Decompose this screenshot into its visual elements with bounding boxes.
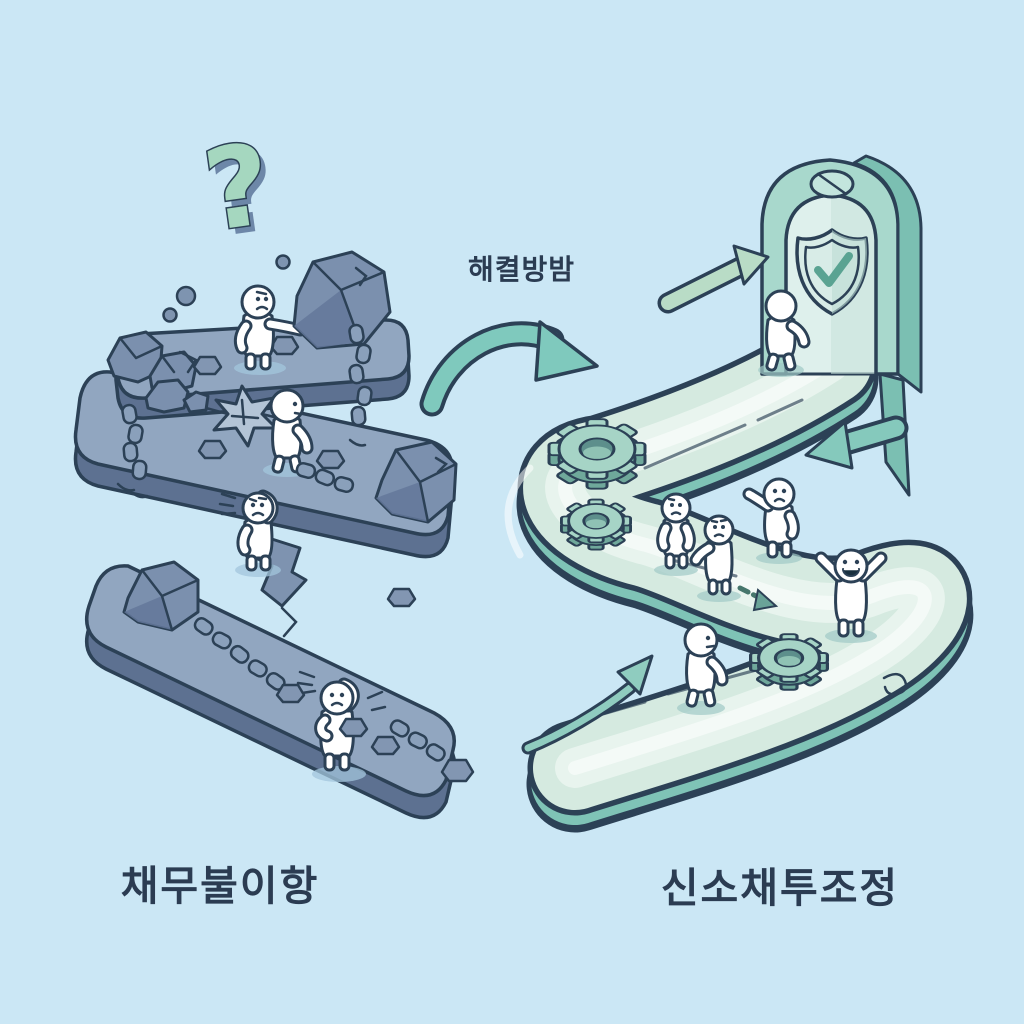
- lane-dash: [643, 398, 804, 470]
- pebble: [315, 449, 346, 470]
- chain: [389, 719, 475, 783]
- gear-icon: [547, 418, 647, 490]
- chain: [116, 403, 149, 499]
- stress-lines: [296, 670, 317, 695]
- stick-figure: [654, 492, 698, 576]
- pebble: [192, 355, 223, 376]
- rock-cluster: [144, 378, 210, 414]
- pebble: [338, 717, 369, 738]
- pebble: [197, 439, 228, 460]
- stick-figure: [689, 514, 741, 602]
- stress-lines: [218, 492, 237, 516]
- pebble: [269, 335, 300, 356]
- stress-lines: [366, 690, 387, 712]
- shield-check-icon: [795, 228, 869, 316]
- pebble: [275, 683, 306, 704]
- boulder: [374, 440, 458, 524]
- swirl-mark: [882, 672, 908, 696]
- boulder: [122, 560, 200, 632]
- thought-dot: [175, 285, 197, 307]
- flow-arrow-up: [657, 244, 770, 314]
- gear-icon: [748, 633, 830, 691]
- boulder: [292, 250, 392, 350]
- gear-icon: [560, 498, 632, 551]
- stick-figure: [233, 284, 307, 375]
- stick-figure: [677, 622, 729, 715]
- flow-arrow-left: [804, 415, 909, 470]
- left-broken-path: [73, 250, 475, 820]
- transition-label: 해켤방밤: [467, 254, 576, 285]
- flow-arrow-road: [521, 654, 654, 755]
- pebble: [386, 587, 417, 608]
- stick-figure: [742, 477, 802, 564]
- stick-figure: [814, 548, 888, 643]
- arch-gate: [760, 154, 923, 394]
- thought-dot: [275, 254, 291, 270]
- left-path-label: 채무불이항: [120, 863, 320, 909]
- transition-arrow: [419, 320, 599, 417]
- stick-figure: [235, 489, 281, 577]
- stick-figure: [758, 289, 811, 377]
- chain: [295, 461, 355, 493]
- chain: [348, 323, 373, 447]
- thought-dot: [162, 307, 178, 323]
- right-path-label: 신소채투조정: [660, 865, 900, 911]
- flow-arrow-small: [737, 585, 779, 612]
- pebble: [370, 735, 401, 756]
